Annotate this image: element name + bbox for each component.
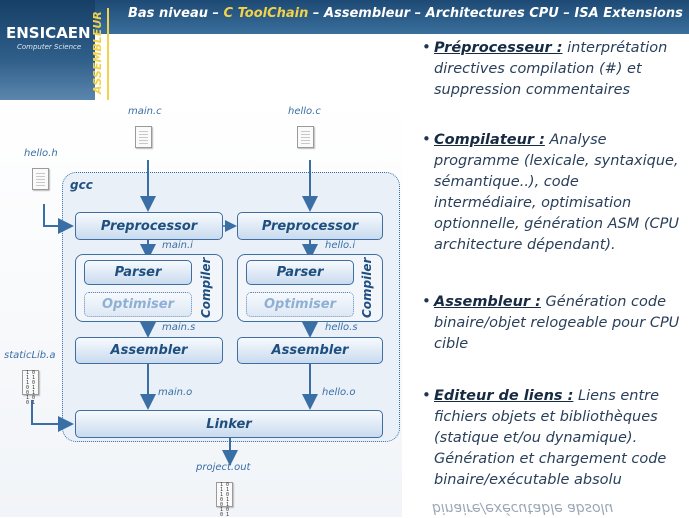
header-bar [0, 0, 689, 34]
main-c-file-icon [135, 126, 152, 148]
hello-o-label: hello.o [322, 387, 356, 398]
hello-h-label: hello.h [24, 148, 58, 159]
main-o-label: main.o [158, 387, 193, 398]
hello-s-label: hello.s [325, 322, 358, 333]
preprocessor-hello: Preprocessor [237, 212, 383, 240]
hello-h-file-icon [32, 168, 49, 190]
assembler-main: Assembler [75, 337, 223, 364]
main-s-label: main.s [162, 322, 196, 333]
assembler-hello: Assembler [237, 337, 383, 364]
ensicaen-logo: ENSICAEN Computer Science [0, 0, 95, 100]
main-c-label: main.c [128, 106, 162, 117]
bullet-marker: • [422, 386, 431, 404]
preprocessor-main: Preprocessor [75, 212, 223, 240]
hello-c-label: hello.c [288, 106, 321, 117]
parser-hello: Parser [246, 260, 354, 285]
project-out-label: project.out [196, 462, 251, 473]
staticlib-label: staticLib.a [4, 350, 56, 361]
bullet-marker: • [422, 38, 431, 56]
hello-c-file-icon [297, 126, 314, 148]
logo-title: ENSICAEN [6, 24, 91, 42]
linker-box: Linker [75, 410, 383, 438]
bullet-marker: • [422, 292, 431, 310]
hello-i-label: hello.i [325, 240, 356, 251]
parser-main: Parser [84, 260, 192, 285]
gcc-label: gcc [70, 178, 93, 192]
bullet-editeur: Editeur de liens : Liens entre fichiers … [434, 388, 667, 488]
main-i-label: main.i [162, 240, 193, 251]
section-divider [107, 8, 109, 100]
slide-title: Bas niveau – C ToolChain – Assembleur – … [128, 6, 683, 21]
bullet-assembleur: Assembleur : Génération code binaire/obj… [434, 294, 680, 352]
bullet-panel [402, 34, 689, 496]
bullet-preprocesseur: Préprocesseur : interprétation directive… [434, 40, 668, 98]
optimiser-main: Optimiser [84, 292, 192, 317]
logo-subtitle: Computer Science [17, 43, 82, 51]
staticlib-file-icon: 1 0 1 1 1 0 0 1 0 1 1 0 0 1 [22, 370, 39, 406]
bullet-marker: • [422, 130, 431, 148]
optimiser-hello: Optimiser [246, 292, 354, 317]
bullet-compilateur: Compilateur : Analyse programme (lexical… [434, 132, 680, 253]
text-reflection: binaire/exécutable absolu [432, 500, 614, 516]
project-out-file-icon: 1 0 1 1 1 0 0 1 0 1 1 0 0 1 [216, 482, 233, 518]
